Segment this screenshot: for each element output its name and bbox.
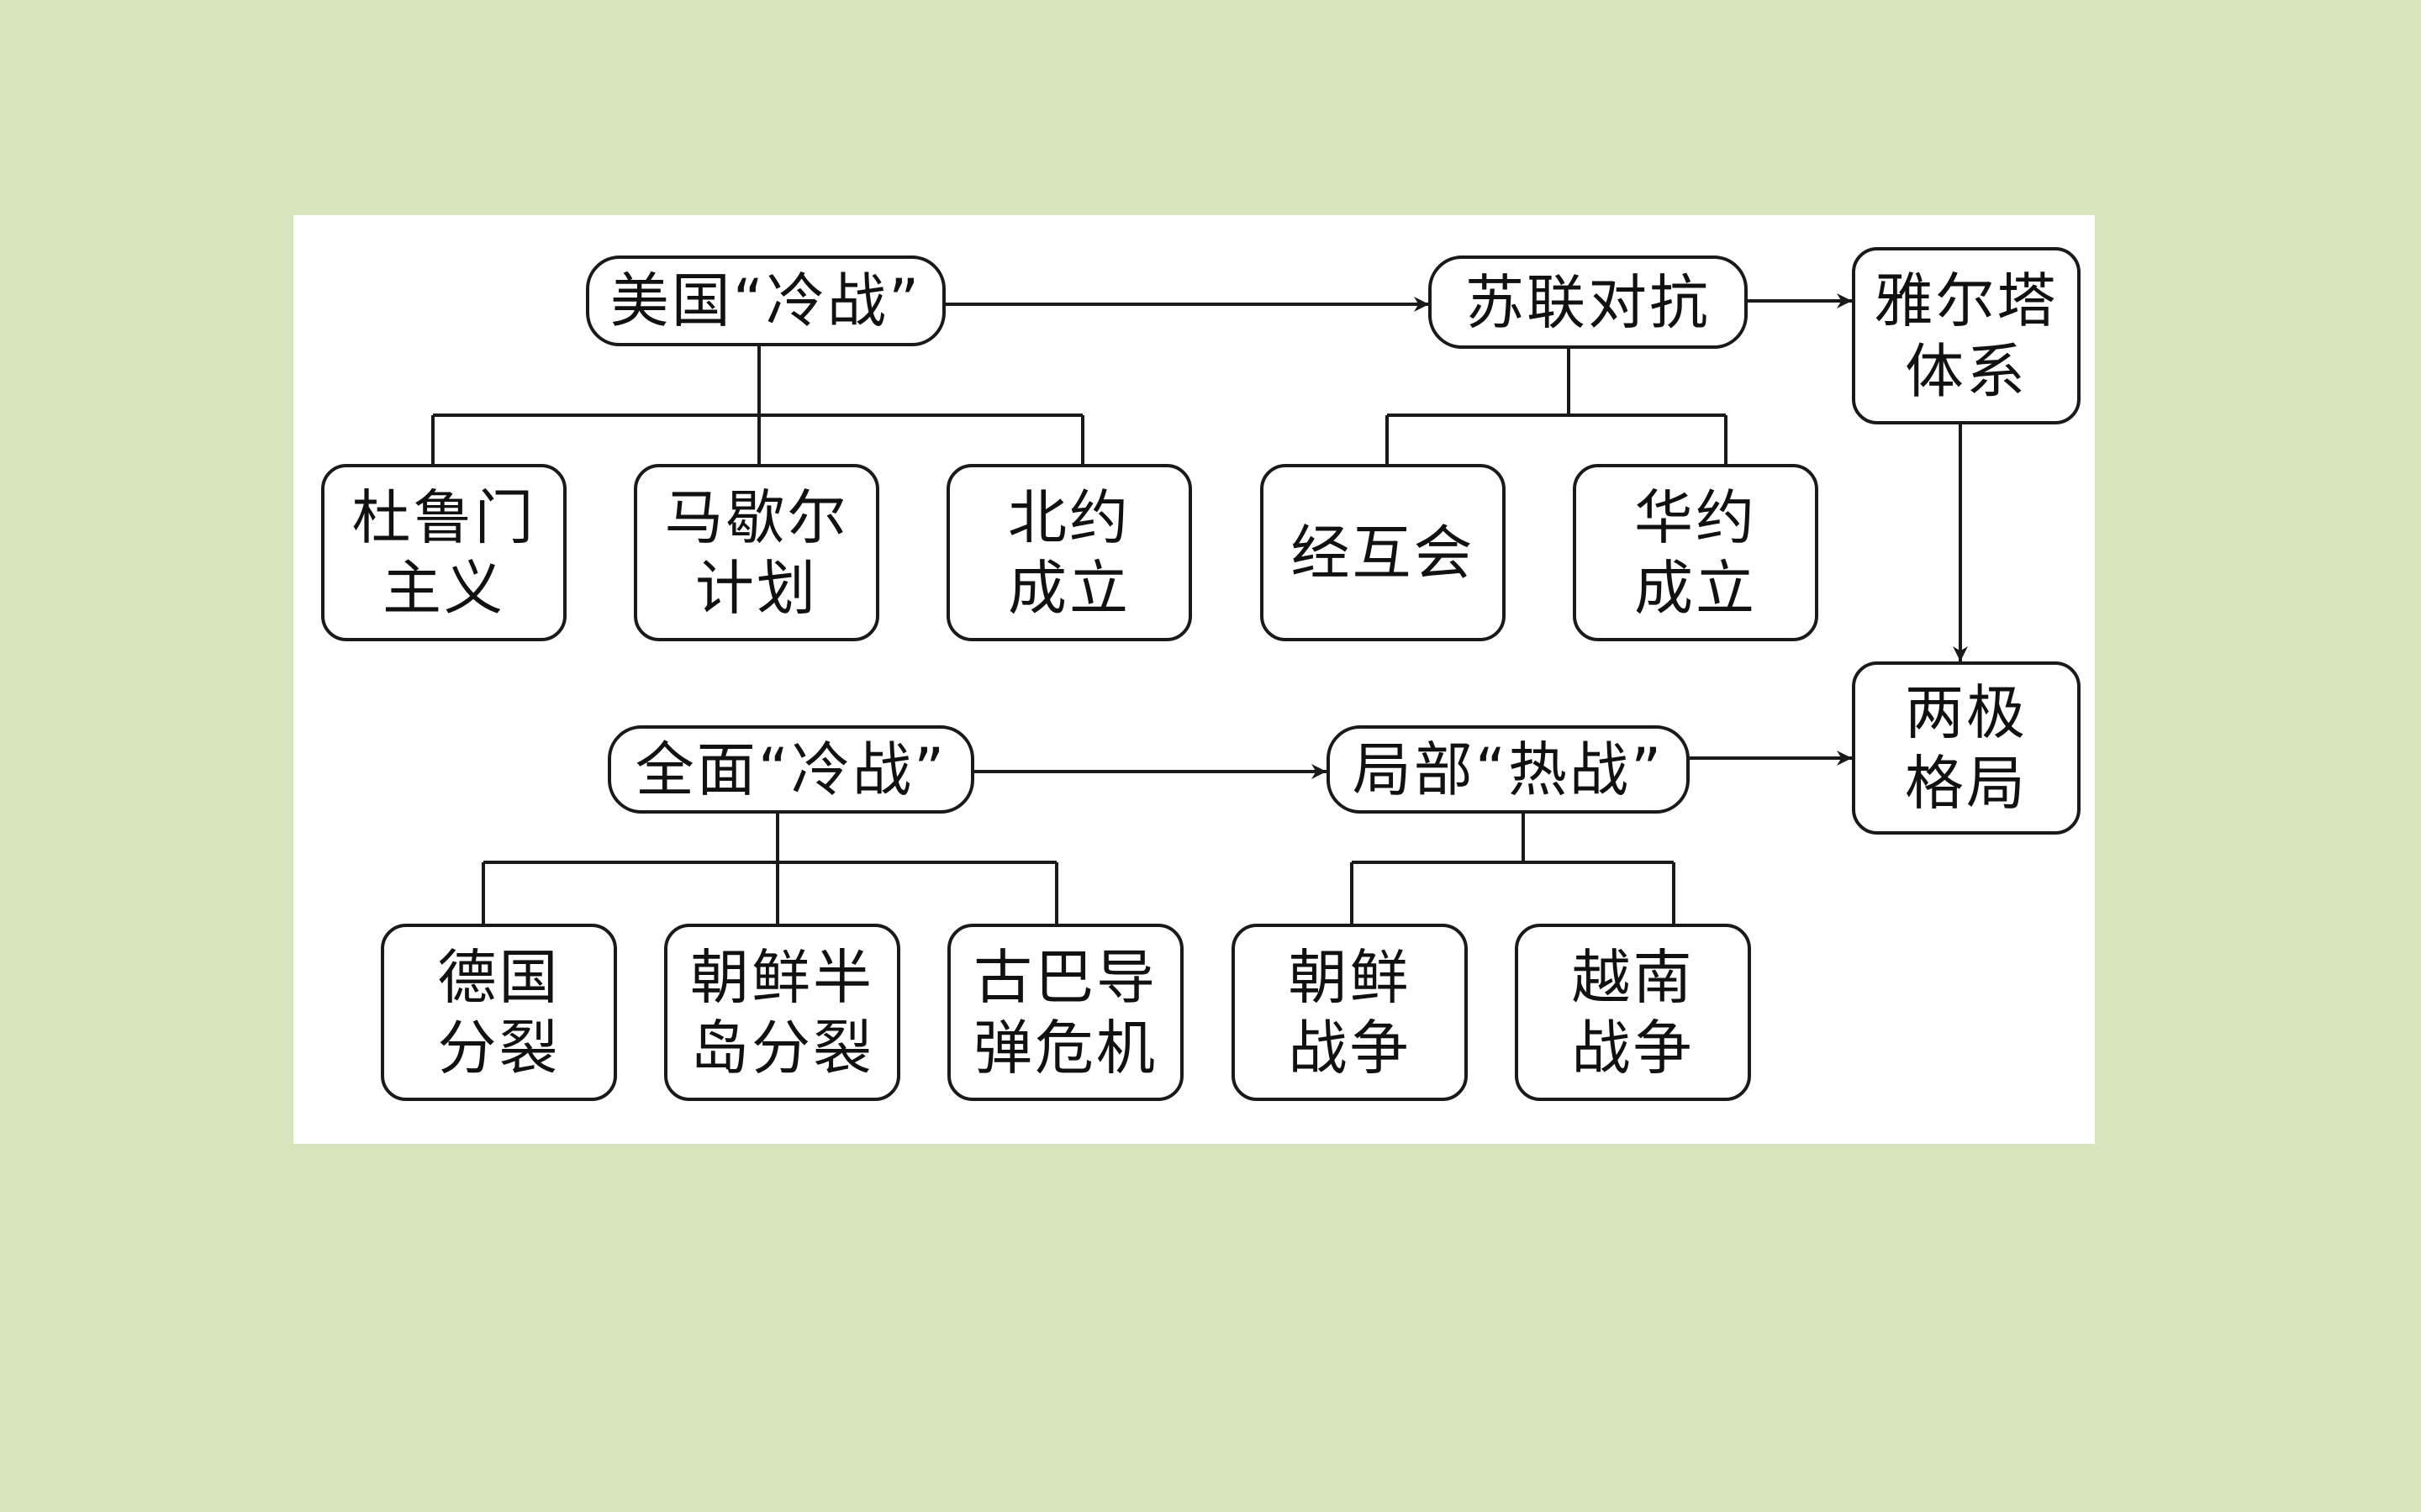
node-korea-split: 朝鲜半 岛分裂 (664, 924, 900, 1101)
bracket-us-cold-war (431, 346, 1084, 464)
node-cuba-crisis: 古巴导 弹危机 (947, 924, 1184, 1101)
node-comecon: 经互会 (1260, 464, 1506, 641)
node-local-hot-war: 局部“热战” (1327, 725, 1690, 814)
bracket-local-hot-war (1350, 814, 1675, 924)
node-nato-founded: 北约 成立 (947, 464, 1192, 641)
node-bipolar-pattern: 两极 格局 (1852, 661, 2081, 835)
node-yalta-system: 雅尔塔 体系 (1852, 247, 2081, 424)
node-truman-doctrine: 杜鲁门 主义 (321, 464, 567, 641)
node-soviet-confront: 苏联对抗 (1428, 256, 1748, 349)
bracket-soviet-confront (1385, 349, 1727, 464)
node-vietnam-war: 越南 战争 (1515, 924, 1751, 1101)
node-full-cold-war: 全面“冷战” (608, 725, 974, 814)
node-marshall-plan: 马歇尔 计划 (634, 464, 879, 641)
node-warsaw-founded: 华约 成立 (1573, 464, 1818, 641)
node-us-cold-war: 美国“冷战” (586, 256, 946, 346)
node-germany-split: 德国 分裂 (381, 924, 617, 1101)
node-korean-war: 朝鲜 战争 (1232, 924, 1468, 1101)
bracket-full-cold-war (482, 814, 1058, 924)
